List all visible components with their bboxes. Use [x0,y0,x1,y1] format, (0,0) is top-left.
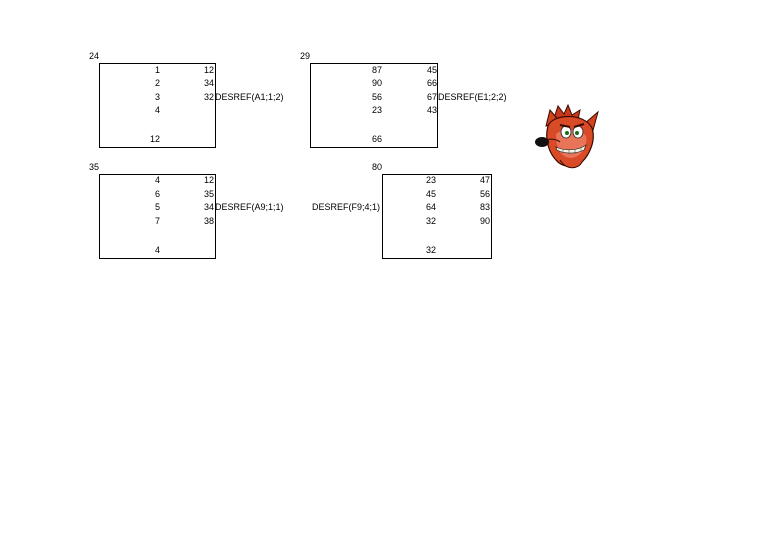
block1-header: 24 [89,51,100,61]
block2-cell: 45 [426,65,437,75]
block4-cell: 23 [425,175,436,185]
block3-cell: 4 [154,245,160,255]
block4-cell: 56 [479,189,490,199]
block4-cell: 32 [425,245,436,255]
block4-cell: 47 [479,175,490,185]
block2-cell: 66 [371,134,382,144]
block3-cell: 35 [203,189,214,199]
block1-border [99,63,216,148]
block3-cell: 38 [203,216,214,226]
block1-cell: 2 [154,78,160,88]
block3-cell: 4 [154,175,160,185]
block4-border [382,174,492,259]
block3-cell: 7 [154,216,160,226]
block3-cell: 12 [203,175,214,185]
block3-border [99,174,216,259]
block1-cell: 32 [203,92,214,102]
block2-cell: 56 [371,92,382,102]
block1-formula: DESREF(A1;1;2) [215,92,284,102]
block3-cell: 34 [203,202,214,212]
block4-cell: 90 [479,216,490,226]
block4-formula: DESREF(F9;4;1) [312,202,381,212]
block2-border [310,63,438,148]
block1-cell: 34 [203,78,214,88]
block2-cell: 67 [426,92,437,102]
block1-cell: 12 [203,65,214,75]
block2-formula: DESREF(E1;2;2) [438,92,507,102]
block3-header: 35 [89,162,100,172]
block2-cell: 23 [371,105,382,115]
block3-cell: 5 [154,202,160,212]
block1-cell: 3 [154,92,160,102]
block4-cell: 32 [425,216,436,226]
block1-cell: 4 [154,105,160,115]
block2-cell: 90 [371,78,382,88]
block2-cell: 87 [371,65,382,75]
block3-cell: 6 [154,189,160,199]
block4-header: 80 [372,162,383,172]
block1-cell: 1 [154,65,160,75]
block1-cell: 12 [149,134,160,144]
crash-bandicoot-head-icon [535,104,599,169]
block2-cell: 66 [426,78,437,88]
block2-cell: 43 [426,105,437,115]
block2-header: 29 [300,51,311,61]
block4-cell: 45 [425,189,436,199]
block4-cell: 64 [425,202,436,212]
block3-formula: DESREF(A9;1;1) [215,202,284,212]
block4-cell: 83 [479,202,490,212]
